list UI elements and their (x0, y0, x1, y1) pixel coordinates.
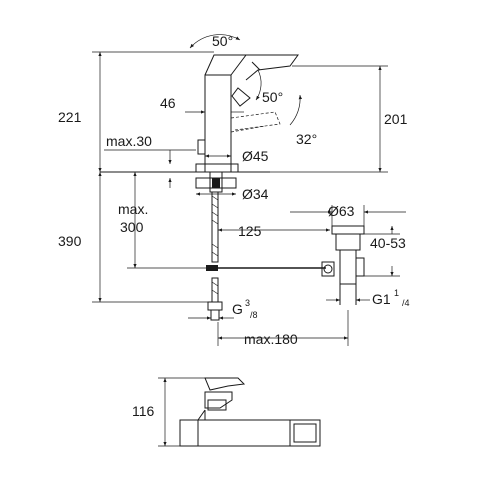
label-116: 116 (132, 403, 155, 419)
label-diameter-45: Ø45 (242, 148, 269, 164)
faucet-front-view (158, 377, 321, 447)
label-max: max. (118, 201, 148, 217)
dimension-labels: 221 50° 50° 32° 201 46 max.30 Ø45 Ø34 ma… (58, 33, 410, 419)
faucet-side-view (100, 54, 326, 321)
label-g: G (232, 301, 243, 317)
label-125: 125 (238, 223, 262, 239)
label-201: 201 (384, 111, 408, 127)
label-g1-sub: /4 (402, 298, 410, 308)
label-max-30: max.30 (106, 133, 152, 149)
label-spout-angle: 50° (212, 33, 233, 49)
label-46: 46 (160, 95, 176, 111)
hose (207, 191, 223, 321)
label-max-180: max.180 (244, 331, 298, 347)
label-g1: G1 (372, 291, 391, 307)
label-221: 221 (58, 109, 82, 125)
label-300: 300 (120, 219, 144, 235)
label-tilt-angle: 32° (296, 131, 317, 147)
label-g1-sup: 1 (394, 288, 399, 298)
label-40-53: 40-53 (370, 235, 406, 251)
waste-assembly (321, 225, 365, 305)
label-g-sup: 3 (245, 298, 250, 308)
label-lever-angle: 50° (262, 89, 283, 105)
dimension-lines (92, 34, 406, 346)
label-diameter-63: Ø63 (328, 203, 355, 219)
label-g-sub: /8 (250, 310, 258, 320)
label-390: 390 (58, 233, 82, 249)
label-diameter-34: Ø34 (242, 186, 269, 202)
